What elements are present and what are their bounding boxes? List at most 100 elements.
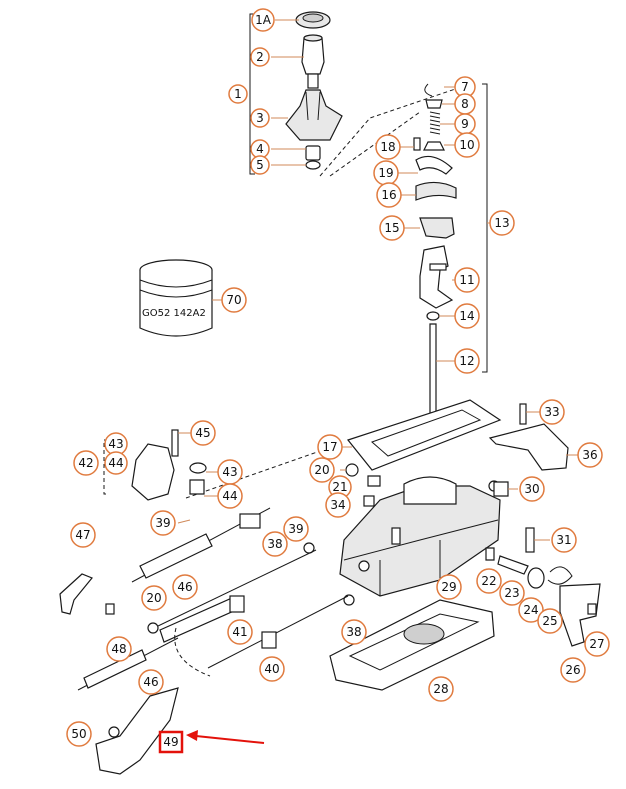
red-arrow-pointer <box>186 730 265 744</box>
callout-48: 48 <box>106 636 132 662</box>
svg-text:36: 36 <box>582 448 597 462</box>
svg-text:10: 10 <box>459 138 474 152</box>
callout-9: 9 <box>454 113 476 135</box>
svg-text:27: 27 <box>589 637 604 651</box>
callout-31: 31 <box>551 527 577 553</box>
callout-20-left: 20 <box>141 585 167 611</box>
bracket-49 <box>95 687 179 775</box>
svg-text:38: 38 <box>346 625 361 639</box>
svg-text:13: 13 <box>494 216 509 230</box>
svg-text:28: 28 <box>433 682 448 696</box>
callout-44-right: 44 <box>217 483 243 509</box>
highlight-callout-49: 49 <box>158 730 184 754</box>
svg-text:16: 16 <box>381 188 396 202</box>
callout-34: 34 <box>325 492 351 518</box>
callout-15: 15 <box>379 215 405 241</box>
svg-text:44: 44 <box>108 456 123 470</box>
callout-18: 18 <box>375 134 401 160</box>
callout-46-bottom: 46 <box>138 669 164 695</box>
right-linkage <box>485 547 601 647</box>
callout-24: 24 <box>518 597 544 623</box>
svg-text:17: 17 <box>322 440 337 454</box>
callout-36: 36 <box>577 442 603 468</box>
svg-text:20: 20 <box>314 463 329 477</box>
svg-text:46: 46 <box>177 580 192 594</box>
callout-38-top: 38 <box>262 531 288 557</box>
callout-33: 33 <box>539 399 565 425</box>
callout-50: 50 <box>66 721 92 747</box>
svg-text:11: 11 <box>459 273 474 287</box>
svg-text:42: 42 <box>78 456 93 470</box>
lever-47 <box>59 573 115 615</box>
svg-text:46: 46 <box>143 675 158 689</box>
svg-text:20: 20 <box>146 591 161 605</box>
callout-27: 27 <box>584 631 610 657</box>
callout-29: 29 <box>436 574 462 600</box>
svg-text:31: 31 <box>556 533 571 547</box>
callout-10: 10 <box>454 132 480 158</box>
callout-30: 30 <box>519 476 545 502</box>
svg-text:5: 5 <box>256 158 264 172</box>
svg-text:70: 70 <box>226 293 241 307</box>
callout-26: 26 <box>560 657 586 683</box>
svg-text:44: 44 <box>222 489 237 503</box>
svg-text:1: 1 <box>234 87 242 101</box>
svg-text:43: 43 <box>108 437 123 451</box>
callout-22: 22 <box>476 568 502 594</box>
callout-4: 4 <box>250 139 270 159</box>
svg-text:2: 2 <box>256 50 264 64</box>
svg-text:14: 14 <box>459 309 474 323</box>
svg-text:7: 7 <box>461 80 469 94</box>
callout-1A: 1A <box>251 8 275 32</box>
callout-25: 25 <box>537 608 563 634</box>
svg-text:19: 19 <box>378 166 393 180</box>
callout-23: 23 <box>499 580 525 606</box>
callout-14: 14 <box>454 303 480 329</box>
callout-41: 41 <box>227 619 253 645</box>
svg-text:12: 12 <box>459 354 474 368</box>
callout-8: 8 <box>454 93 476 115</box>
svg-text:39: 39 <box>155 516 170 530</box>
callout-2: 2 <box>250 47 270 67</box>
callout-19: 19 <box>373 160 399 186</box>
leader-lines <box>177 19 578 541</box>
svg-text:47: 47 <box>75 528 90 542</box>
callout-46-top: 46 <box>172 574 198 600</box>
part-code-text: GO52 142A2 <box>142 308 206 319</box>
base-plate-28 <box>329 599 495 691</box>
svg-text:33: 33 <box>544 405 559 419</box>
bracket-36 <box>488 403 569 471</box>
callout-1: 1 <box>228 84 248 104</box>
svg-text:15: 15 <box>384 221 399 235</box>
svg-text:9: 9 <box>461 117 469 131</box>
callout-5: 5 <box>250 155 270 175</box>
callout-11: 11 <box>454 267 480 293</box>
svg-text:26: 26 <box>565 663 580 677</box>
svg-text:21: 21 <box>332 480 347 494</box>
callout-43-right: 43 <box>217 459 243 485</box>
small-hardware <box>147 463 509 634</box>
svg-text:34: 34 <box>330 498 345 512</box>
callout-47: 47 <box>70 522 96 548</box>
svg-text:39: 39 <box>288 522 303 536</box>
boot-70: GO52 142A2 <box>139 259 213 337</box>
svg-text:49: 49 <box>163 735 178 749</box>
callout-70: 70 <box>221 287 247 313</box>
callout-43-top: 43 <box>104 432 128 456</box>
callout-20-top: 20 <box>309 457 335 483</box>
svg-text:18: 18 <box>380 140 395 154</box>
svg-text:38: 38 <box>267 537 282 551</box>
svg-text:43: 43 <box>222 465 237 479</box>
callout-17: 17 <box>317 434 343 460</box>
callout-16: 16 <box>376 182 402 208</box>
shifter-housing <box>339 476 535 597</box>
svg-text:48: 48 <box>111 642 126 656</box>
callout-21: 21 <box>328 475 352 499</box>
shift-lever-parts <box>413 83 457 433</box>
svg-text:40: 40 <box>264 662 279 676</box>
gasket-17 <box>346 399 502 471</box>
svg-text:25: 25 <box>542 614 557 628</box>
callout-13: 13 <box>489 210 515 236</box>
callout-39-left: 39 <box>150 510 176 536</box>
